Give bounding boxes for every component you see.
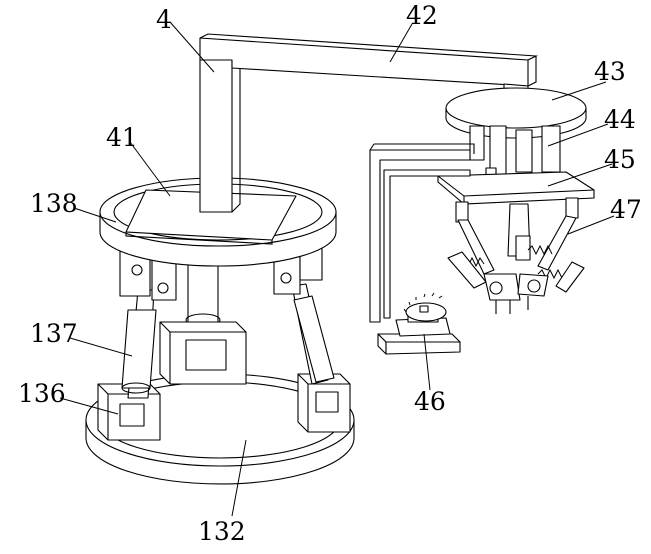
base-hinge-blocks: [97, 373, 351, 441]
leg-actuators: [121, 261, 335, 399]
label-gripper-arms: 47: [610, 195, 642, 224]
label-top-plate: 41: [106, 123, 138, 152]
label-frame: 4: [156, 5, 172, 34]
label-actuators: 44: [604, 105, 636, 134]
feeder: [377, 292, 461, 355]
callout-labels: 4 42 43 44 45 47 41 138 137 136 132 46: [18, 1, 642, 546]
label-leg-actuator: 137: [30, 319, 78, 348]
leader-lines: [59, 21, 615, 517]
label-tool-plate: 45: [604, 145, 636, 174]
top-plate: [125, 189, 297, 245]
label-feeder: 46: [414, 387, 446, 416]
label-frame-beam: 42: [406, 1, 438, 30]
feeder-frame: [369, 143, 475, 323]
label-base-disc: 132: [198, 517, 246, 546]
label-platform-ring: 138: [30, 189, 78, 218]
tool-plate: [437, 171, 595, 205]
label-upper-disc: 43: [594, 57, 626, 86]
gripper-arms: [447, 197, 585, 314]
label-hinge-base: 136: [18, 379, 66, 408]
